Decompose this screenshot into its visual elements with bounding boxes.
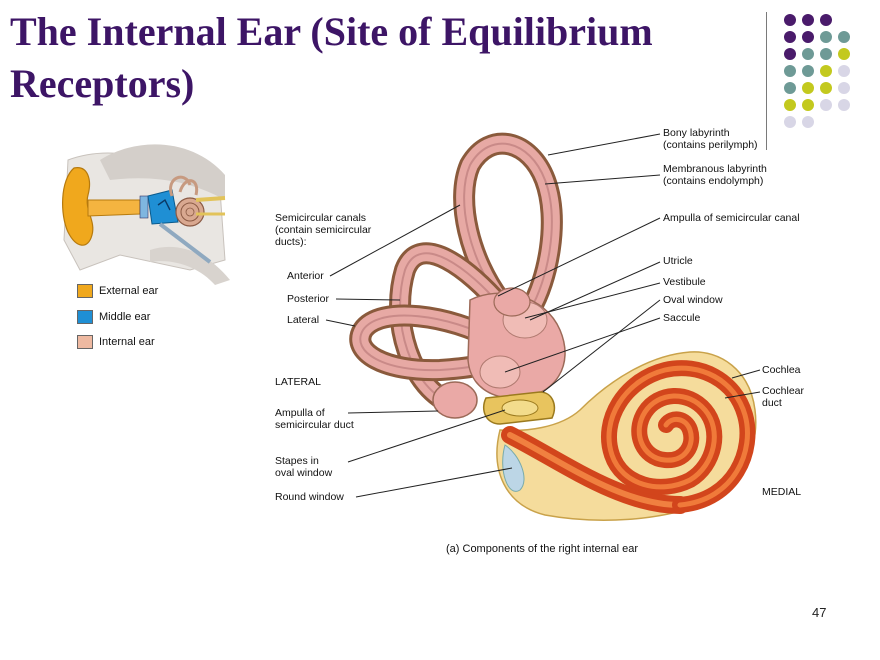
decorative-dot	[838, 65, 850, 77]
middle-ear-swatch	[77, 310, 93, 324]
decorative-dot	[838, 31, 850, 43]
decorative-dot	[802, 65, 814, 77]
label-posterior: Posterior	[287, 293, 330, 305]
label-cochlea: Cochlea	[762, 364, 801, 376]
leader-lines	[325, 133, 761, 498]
external-ear-swatch	[77, 284, 93, 298]
legend-item-middle-ear: Middle ear	[77, 310, 150, 324]
decorative-dot	[820, 14, 832, 26]
decorative-dot	[802, 48, 814, 60]
label-ampulla-canal: Ampulla of semicircular canal	[663, 212, 800, 224]
label-saccule: Saccule	[663, 312, 701, 324]
saccule-shape	[479, 355, 521, 389]
label-semicircular-canals: Semicircular canals(contain semicircular…	[275, 212, 372, 248]
decorative-dot	[838, 82, 850, 94]
ampulla-duct-shape	[432, 381, 478, 419]
legend-label: Middle ear	[99, 310, 151, 323]
figure-caption: (a) Components of the right internal ear	[446, 543, 638, 555]
decorative-dot	[784, 65, 796, 77]
decorative-dot	[802, 31, 814, 43]
page-number: 47	[812, 605, 827, 620]
ear-inset-drawing	[62, 144, 230, 285]
slide-title: The Internal Ear (Site of Equilibrium Re…	[10, 9, 653, 106]
legend-item-internal-ear: Internal ear	[77, 335, 155, 349]
decorative-dot	[802, 116, 814, 128]
legend-label: Internal ear	[99, 335, 155, 348]
label-lateral: Lateral	[287, 314, 320, 326]
legend-item-external-ear: External ear	[77, 284, 158, 298]
decorative-dot	[820, 99, 832, 111]
label-medial: MEDIAL	[762, 486, 802, 498]
divider-line	[766, 12, 767, 150]
decorative-dot	[802, 99, 814, 111]
decorative-dot	[784, 82, 796, 94]
decorative-dot	[820, 82, 832, 94]
label-utricle: Utricle	[663, 255, 693, 267]
decorative-dot	[802, 82, 814, 94]
label-bony-labyrinth: Bony labyrinth(contains perilymph)	[663, 127, 758, 151]
decorative-dot	[820, 31, 832, 43]
decorative-dot	[784, 31, 796, 43]
label-round-window: Round window	[275, 491, 344, 503]
legend-label: External ear	[99, 284, 159, 297]
decorative-dot	[784, 99, 796, 111]
decorative-dot	[838, 99, 850, 111]
decorative-dot	[820, 65, 832, 77]
decorative-dot	[802, 14, 814, 26]
decorative-dot	[784, 14, 796, 26]
decorative-dot	[784, 48, 796, 60]
decorative-dot	[820, 48, 832, 60]
label-lateral-direction: LATERAL	[275, 376, 321, 388]
semicircular-canals	[349, 132, 563, 416]
decorative-dot-grid	[784, 14, 850, 128]
label-membranous-labyrinth: Membranous labyrinth(contains endolymph)	[663, 163, 767, 187]
label-anterior: Anterior	[287, 270, 324, 282]
label-oval-window: Oval window	[663, 294, 723, 306]
label-vestibule: Vestibule	[663, 276, 706, 288]
internal-ear-swatch	[77, 335, 93, 349]
decorative-dot	[784, 116, 796, 128]
decorative-dot	[838, 48, 850, 60]
